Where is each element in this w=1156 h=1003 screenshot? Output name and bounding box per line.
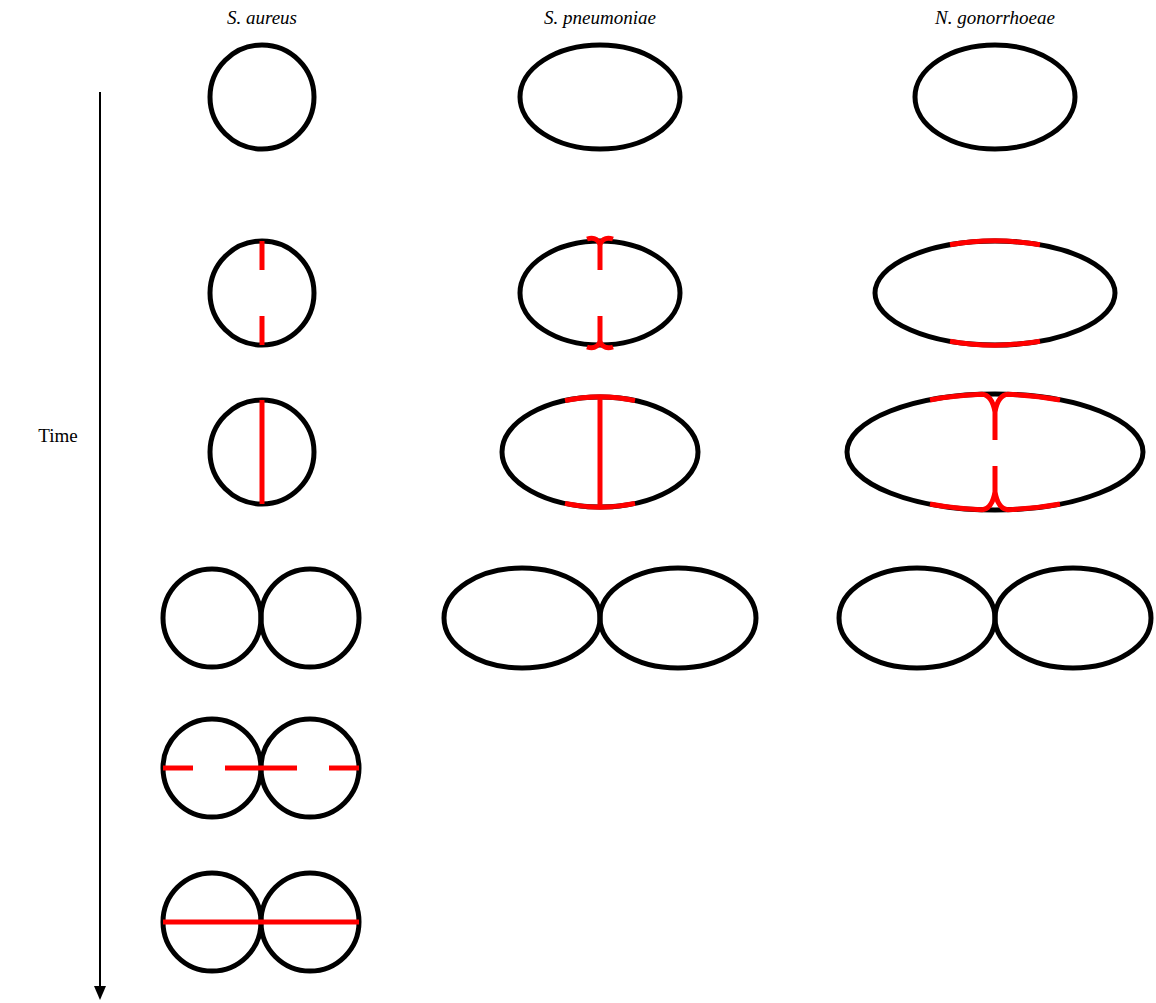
axis-label: Time: [38, 425, 77, 448]
species-label: S. aureus: [227, 7, 297, 30]
cell-outline: [210, 241, 314, 345]
time-arrowhead: [94, 986, 106, 1000]
time-axis: [99, 92, 101, 990]
constriction: [930, 394, 1060, 440]
cell-outline: [163, 569, 261, 667]
septum: [163, 766, 193, 771]
peripheral-growth: [950, 241, 1040, 245]
cell-outline: [875, 241, 1115, 345]
constriction: [930, 466, 1060, 510]
cell-outline: [995, 568, 1151, 668]
septum: [163, 920, 359, 925]
cell-outline: [261, 569, 359, 667]
cell-outline: [915, 45, 1075, 149]
species-label: S. pneumoniae: [544, 7, 656, 30]
septum: [260, 241, 265, 270]
septum: [260, 400, 265, 504]
septum: [598, 398, 603, 506]
cell-outline: [839, 568, 995, 668]
septum: [329, 766, 359, 771]
cell-outline: [520, 45, 680, 149]
species-label: N. gonorrhoeae: [935, 7, 1055, 30]
cell-outline: [600, 568, 756, 668]
peripheral-growth: [950, 341, 1040, 345]
cell-outline: [847, 394, 1143, 510]
peripheral-growth: [587, 342, 613, 348]
cell-outline: [520, 241, 680, 345]
peripheral-growth: [587, 238, 613, 244]
septum: [260, 316, 265, 345]
cell-outline: [210, 400, 314, 504]
cell-outline: [502, 397, 698, 507]
cell-outline: [210, 45, 314, 149]
cell-outline: [444, 568, 600, 668]
septum: [225, 766, 297, 771]
